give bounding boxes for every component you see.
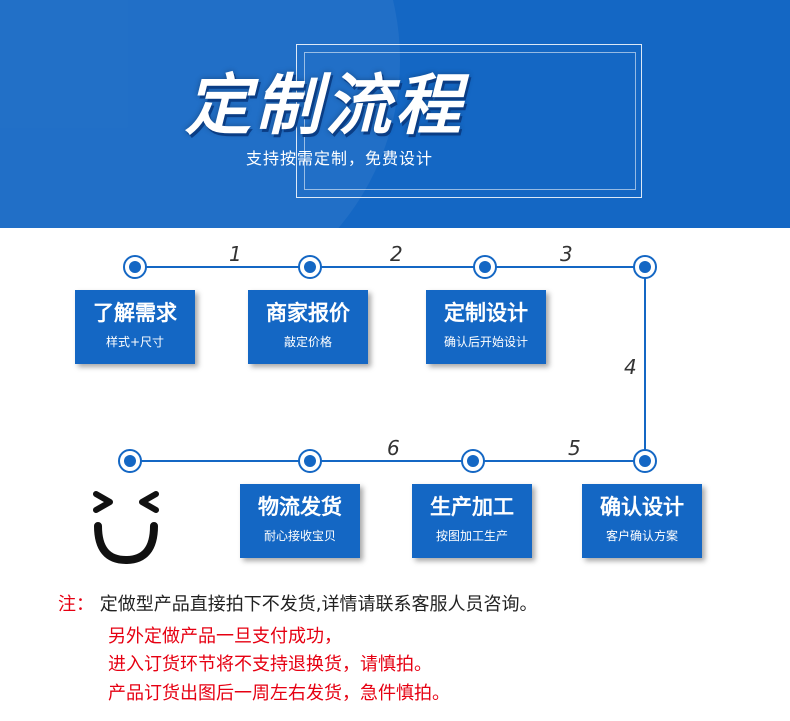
note-line-3: 产品订货出图后一周左右发货，急件慎拍。 [108, 683, 450, 704]
step-card-subtitle: 客户确认方案 [605, 529, 678, 543]
note-main-text: 定做型产品直接拍下不发货,详情请联系客服人员咨询。 [99, 594, 538, 615]
step-card-shipping: 物流发货 耐心接收宝贝 [240, 484, 360, 558]
step-card-production: 生产加工 按图加工生产 [412, 484, 532, 558]
flow-node-2 [298, 255, 322, 279]
step-card-subtitle: 按图加工生产 [435, 529, 508, 543]
step-card-title: 了解需求 [93, 301, 177, 325]
title-frame-outer [296, 44, 642, 198]
step-number-4: 4 [624, 355, 637, 379]
step-card-title: 定制设计 [444, 301, 528, 325]
step-card-requirements: 了解需求 样式+尺寸 [75, 290, 195, 364]
page-subtitle: 支持按需定制，免费设计 [246, 149, 434, 168]
step-card-confirm-design: 确认设计 客户确认方案 [582, 484, 702, 558]
flow-node-4 [633, 255, 657, 279]
flow-node-1 [123, 255, 147, 279]
note-main-line: 注： 定做型产品直接拍下不发货,详情请联系客服人员咨询。 [58, 592, 537, 618]
step-number-3: 3 [560, 242, 573, 266]
step-card-title: 确认设计 [600, 495, 684, 519]
note-label: 注： [58, 594, 94, 615]
step-number-1: 1 [229, 242, 242, 266]
step-card-subtitle: 样式+尺寸 [105, 335, 165, 349]
step-card-title: 物流发货 [258, 495, 342, 519]
note-line-2: 进入订货环节将不支持退换货，请慎拍。 [108, 654, 432, 675]
step-card-custom-design: 定制设计 确认后开始设计 [426, 290, 546, 364]
flow-node-8 [118, 449, 142, 473]
header-banner: 定制流程 支持按需定制，免费设计 [0, 0, 790, 228]
step-card-title: 生产加工 [430, 495, 514, 519]
process-flow-diagram: 1 2 3 4 5 6 [118, 242, 657, 473]
title-frame-inner [304, 52, 636, 190]
step-number-5: 5 [568, 436, 581, 460]
banner-highlight [0, 0, 400, 228]
flow-node-6 [461, 449, 485, 473]
flow-node-5 [633, 449, 657, 473]
step-card-subtitle: 敲定价格 [283, 335, 332, 349]
flow-node-3 [473, 255, 497, 279]
page-title: 定制流程 [185, 67, 465, 144]
flow-node-7 [298, 449, 322, 473]
smiley-face-icon [93, 491, 159, 565]
step-number-2: 2 [390, 242, 403, 266]
step-card-title: 商家报价 [266, 301, 350, 325]
step-card-quote: 商家报价 敲定价格 [248, 290, 368, 364]
step-number-6: 6 [387, 436, 400, 460]
note-line-1: 另外定做产品一旦支付成功， [108, 626, 342, 647]
step-card-subtitle: 确认后开始设计 [443, 335, 528, 349]
flow-connector-line [130, 266, 646, 462]
step-card-subtitle: 耐心接收宝贝 [263, 529, 336, 543]
